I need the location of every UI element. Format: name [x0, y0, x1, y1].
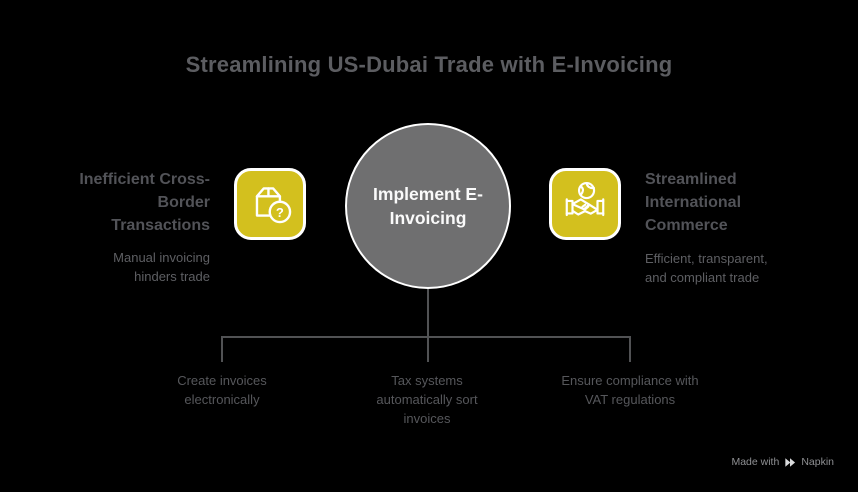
- left-node-heading: Inefficient Cross- Border Transactions: [79, 171, 210, 234]
- diagram-title: Streamlining US-Dubai Trade with E-Invoi…: [185, 52, 673, 77]
- left-node-subtitle: Manual invoicing hinders trade: [113, 250, 210, 284]
- step-label-create-invoices: Create invoices electronically: [177, 373, 267, 407]
- watermark-brand-text: Napkin: [801, 456, 834, 468]
- step-label-vat-compliance: Ensure compliance with VAT regulations: [561, 373, 699, 407]
- connector-vertical-center: [427, 289, 429, 362]
- center-node-circle: Implement E- Invoicing: [345, 123, 511, 289]
- napkin-logo-icon: [784, 457, 796, 468]
- right-node-icon-tile: [549, 168, 621, 240]
- watermark-made-with-text: Made with: [731, 456, 780, 468]
- question-mark-glyph: ?: [276, 204, 284, 219]
- left-node-icon-tile: ?: [234, 168, 306, 240]
- connector-drop-left: [221, 336, 223, 362]
- package-question-icon: ?: [245, 177, 295, 232]
- right-node-subtitle: Efficient, transparent, and compliant tr…: [645, 251, 768, 285]
- handshake-globe-icon: [560, 177, 610, 232]
- connector-drop-right: [629, 336, 631, 362]
- right-node-heading: Streamlined International Commerce: [645, 171, 742, 234]
- connector-horizontal: [221, 336, 631, 338]
- napkin-watermark: Made with Napkin: [731, 456, 834, 468]
- step-label-tax-systems: Tax systems automatically sort invoices: [376, 373, 478, 426]
- center-node-label: Implement E- Invoicing: [373, 184, 483, 228]
